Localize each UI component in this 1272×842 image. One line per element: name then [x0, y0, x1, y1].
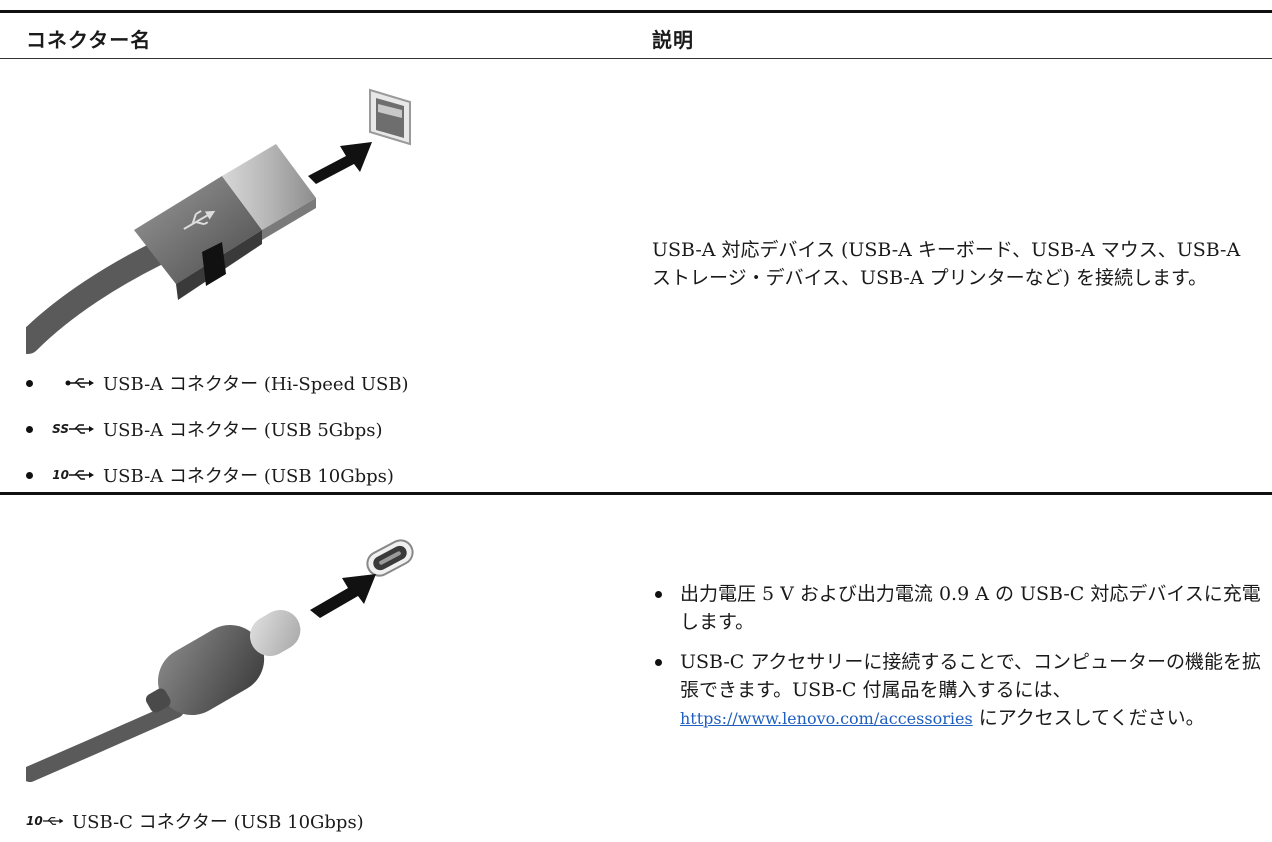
usb-c-accessory-text-end: にアクセスしてください。	[972, 707, 1205, 729]
bullet-dot	[655, 659, 662, 666]
usb-a-connector-list: USB-A コネクター (Hi-Speed USB) SS USB-A コネクタ…	[26, 360, 409, 498]
usb-a-plug-illustration	[16, 74, 446, 354]
list-item: 出力電圧 5 V および出力電流 0.9 A の USB-C 対応デバイスに充電…	[652, 580, 1262, 636]
usb-icon	[49, 373, 95, 393]
usb-c-plug-illustration	[22, 506, 446, 782]
usb-mark-text: 10	[26, 814, 43, 828]
list-item: USB-C アクセサリーに接続することで、コンピューターの機能を拡張できます。U…	[652, 648, 1262, 733]
usb-c-accessory-text: USB-C アクセサリーに接続することで、コンピューターの機能を拡張できます。U…	[680, 651, 1262, 701]
connector-label: USB-C コネクター (USB 10Gbps)	[72, 812, 364, 833]
list-item: SS USB-A コネクター (USB 5Gbps)	[26, 406, 409, 452]
usb-mark-text: 10	[52, 468, 69, 482]
usb-c-description-list: 出力電圧 5 V および出力電流 0.9 A の USB-C 対応デバイスに充電…	[652, 580, 1262, 745]
usb-c-charge-text: 出力電圧 5 V および出力電流 0.9 A の USB-C 対応デバイスに充電…	[680, 583, 1261, 633]
usb-c-connector-label-row: 10 USB-C コネクター (USB 10Gbps)	[26, 808, 364, 834]
header-rule	[0, 58, 1272, 59]
connector-label: USB-A コネクター (USB 5Gbps)	[103, 420, 383, 441]
list-item: 10 USB-A コネクター (USB 10Gbps)	[26, 452, 409, 498]
accessories-link[interactable]: https://www.lenovo.com/accessories	[680, 709, 973, 728]
usb-10-icon: 10	[49, 465, 95, 485]
table-top-rule	[0, 10, 1272, 13]
column-header-description: 説明	[652, 28, 694, 52]
bullet-dot	[26, 425, 33, 433]
column-header-connector: コネクター名	[26, 28, 152, 52]
row-divider-rule	[0, 492, 1272, 495]
usb-10-icon: 10	[26, 811, 64, 831]
bullet-dot	[655, 591, 662, 598]
list-item: USB-A コネクター (Hi-Speed USB)	[26, 360, 409, 406]
connector-label: USB-A コネクター (Hi-Speed USB)	[103, 374, 409, 395]
usb-ss-icon: SS	[49, 419, 95, 439]
bullet-dot	[26, 471, 33, 479]
usb-a-description: USB-A 対応デバイス (USB-A キーボード、USB-A マウス、USB-…	[652, 239, 1241, 289]
usb-mark-text: SS	[52, 422, 69, 436]
connector-label: USB-A コネクター (USB 10Gbps)	[103, 466, 394, 487]
bullet-dot	[26, 379, 33, 387]
